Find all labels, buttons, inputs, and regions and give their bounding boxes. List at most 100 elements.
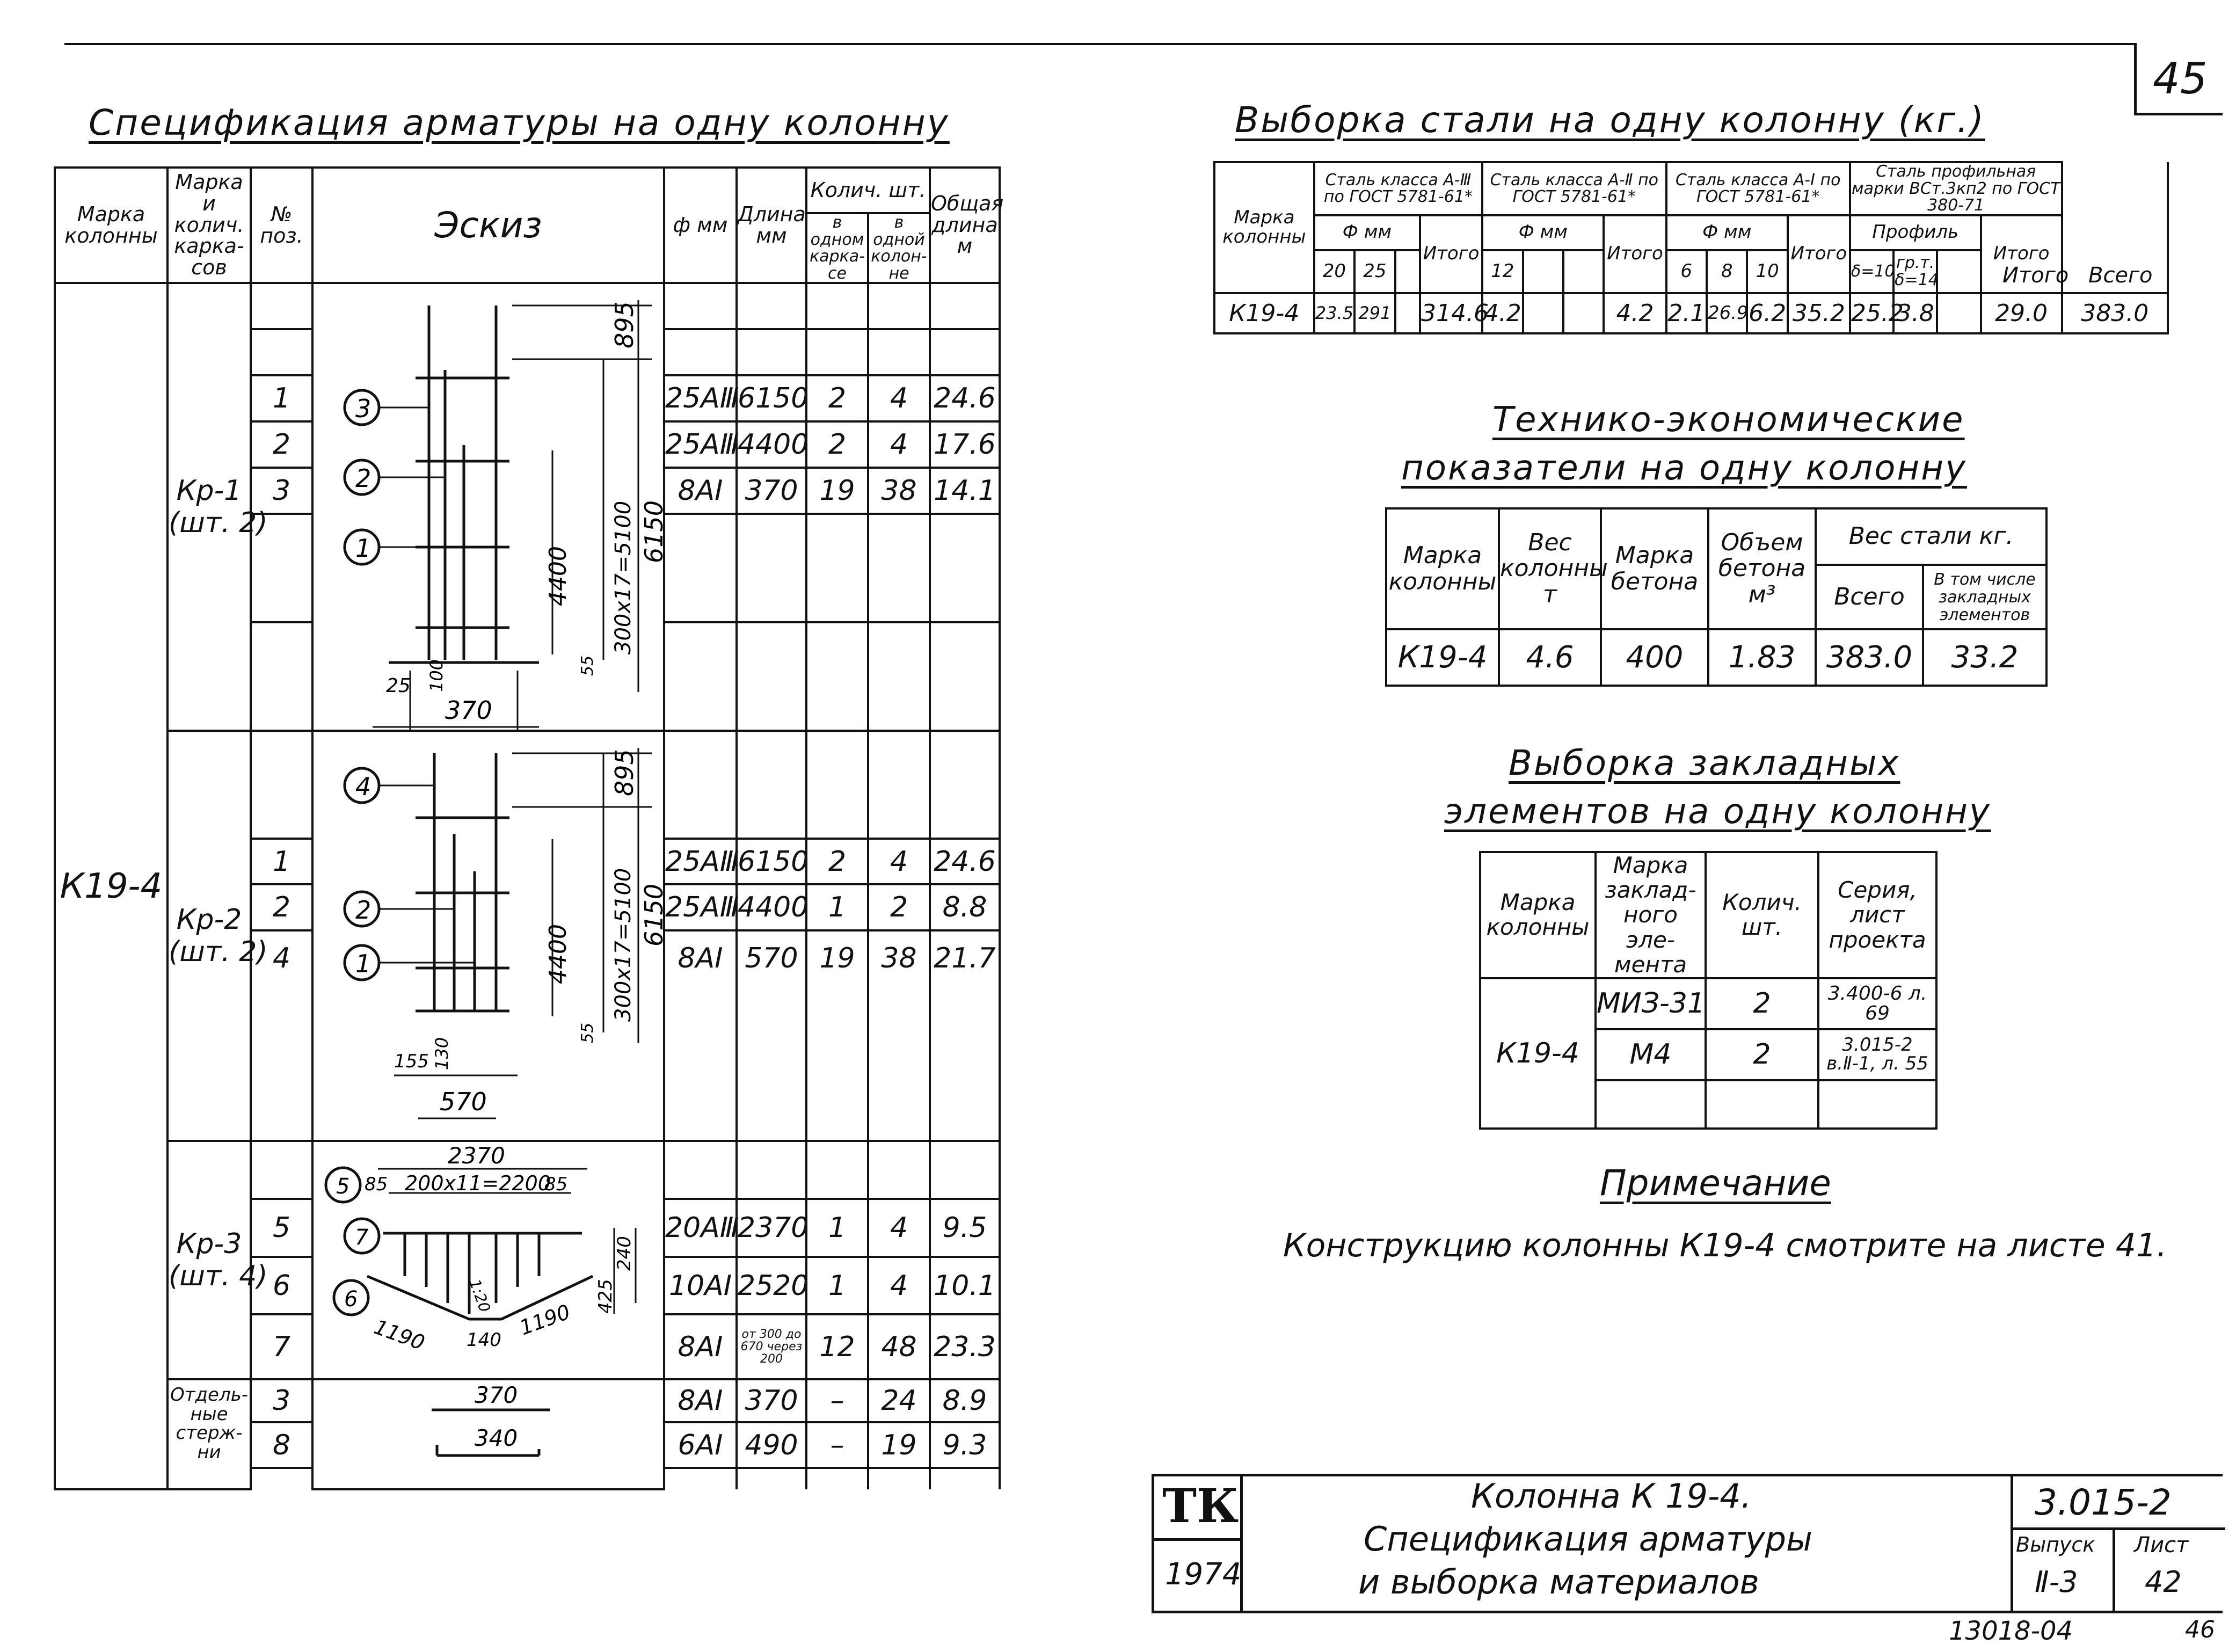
sketch-kr2: 4 2 1 895 6150 300x17=5100 4400 55 155 1…: [311, 730, 668, 1142]
stamp-list-label: Лист: [2134, 1533, 2189, 1558]
steel-title: Выборка стали на одну колонну (кг.): [1235, 99, 1985, 141]
title-block: [1152, 1474, 2223, 1613]
stamp-year: 1974: [1165, 1557, 1242, 1592]
dim-85-right: 85: [544, 1174, 567, 1195]
stamp-title-3: и выборка материалов: [1358, 1562, 1759, 1602]
dim-340: 340: [475, 1425, 518, 1451]
callout-2: 2: [355, 464, 371, 493]
stamp-code: 3.015-2: [2035, 1482, 2172, 1523]
title-block-hline-r: [2011, 1527, 2225, 1530]
dim-85: 85: [365, 1174, 388, 1195]
sheet-number-box: [2134, 43, 2223, 115]
hdr-total-len: Общая длина м: [929, 166, 1003, 284]
sketch-bars: 370 340: [311, 1378, 665, 1490]
dim-pitch: 200x11=2200: [405, 1171, 551, 1195]
sheet-number: 45: [2153, 54, 2208, 104]
stamp-vypusk-label: Выпуск: [2016, 1533, 2095, 1556]
dim-895: 895: [610, 749, 639, 796]
logo-tk: ТК: [1162, 1479, 1239, 1533]
stamp-title-1: Колонна К 19-4.: [1471, 1476, 1752, 1516]
spec-title: Спецификация арматуры на одну колонну: [89, 102, 950, 143]
frame-mark-kr2: Кр-2(шт. 2): [166, 730, 268, 1142]
callout-4: 4: [355, 772, 371, 801]
dim-100: 100: [426, 659, 447, 692]
tep-title-1: Технико-экономические: [1492, 400, 1965, 440]
stamp-vypusk: Ⅱ-3: [2035, 1565, 2078, 1599]
hdr-qty-frame: в одном карка- се: [805, 212, 869, 284]
callout-1: 1: [355, 534, 371, 563]
sketch-bars-drawing: 370 340: [432, 1382, 550, 1457]
tep-title-2: показатели на одну колонну: [1401, 448, 1967, 488]
dim-570: 570: [440, 1087, 487, 1116]
footer-inv: 13018-04: [1949, 1616, 2073, 1646]
steel-table: Марка колонны Сталь класса А-Ⅲ по ГОСТ 5…: [1213, 161, 2169, 334]
dim-2370: 2370: [448, 1142, 505, 1169]
column-mark: К19-4: [54, 282, 169, 1490]
tep-table: Марка колонны Вес колонны т Марка бетона…: [1385, 507, 2048, 687]
hdr-pos: № поз.: [250, 166, 314, 284]
frame-mark-separate: Отдель- ные стерж- ни: [166, 1378, 252, 1490]
dim-1190: 1190: [371, 1315, 428, 1355]
hdr-frame-mark: Марка и колич. карка- сов: [166, 166, 252, 284]
dim-155: 155: [394, 1051, 429, 1072]
top-border: [64, 43, 2137, 45]
stamp-title-2: Спецификация арматуры: [1364, 1519, 1812, 1559]
dim-pitch: 300x17=5100: [611, 501, 636, 654]
dim-1190-right: 1190: [516, 1300, 573, 1340]
callout-6: 6: [344, 1287, 358, 1312]
sketch-kr1-drawing: 3 2 1 895 6150 300x17=5100 4400 55 100 2…: [343, 300, 668, 730]
steel-itogo-header: Итого: [2002, 263, 2069, 288]
callout-2: 2: [355, 896, 371, 925]
title-block-vline-r: [2113, 1527, 2115, 1611]
note-text: Конструкцию колонны К19-4 смотрите на ли…: [1283, 1227, 2167, 1264]
dim-425: 425: [595, 1279, 616, 1314]
hdr-qty-col: в одной колон- не: [867, 212, 931, 284]
dim-140: 140: [467, 1329, 501, 1351]
frame-mark-kr1: Кр-1(шт. 2): [166, 282, 268, 732]
dim-4400: 4400: [544, 546, 572, 606]
sketch-kr1: 3 2 1 895 6150 300x17=5100 4400 55 100 2…: [311, 282, 668, 732]
callout-1: 1: [355, 949, 371, 978]
stamp-list: 42: [2145, 1565, 2182, 1599]
hdr-length: Длина мм: [735, 166, 807, 284]
dim-895: 895: [610, 301, 639, 348]
embedded-title-1: Выборка закладных: [1509, 744, 1900, 783]
callout-3: 3: [355, 394, 371, 423]
frame-mark-kr3: Кр-3(шт. 4): [166, 1140, 268, 1380]
dim-25: 25: [386, 675, 411, 697]
dim-130: 130: [432, 1037, 452, 1070]
callout-5: 5: [336, 1174, 349, 1199]
dim-4400: 4400: [544, 924, 572, 984]
spec-table: Марка колонны Марка и колич. карка- сов …: [54, 166, 1003, 1490]
sketch-kr3-drawing: 2370 85 85 200x11=2200 240 425 1:20 1190…: [324, 1142, 637, 1355]
hdr-qty: Колич. шт.: [805, 166, 931, 214]
dim-370: 370: [445, 696, 492, 725]
dim-55: 55: [578, 1023, 597, 1043]
dim-6150: 6150: [639, 500, 668, 563]
hdr-sketch: Эскиз: [311, 166, 665, 284]
title-block-hline: [1152, 1538, 1243, 1541]
hdr-dia: ф мм: [663, 166, 738, 284]
dim-6150: 6150: [639, 884, 668, 947]
embedded-table: Марка колонны Марка заклад- ного эле- ме…: [1479, 851, 1938, 1130]
sketch-kr3: 2370 85 85 200x11=2200 240 425 1:20 1190…: [311, 1140, 665, 1380]
title-block-div2: [2011, 1474, 2013, 1611]
dim-370: 370: [475, 1382, 518, 1408]
footer-page: 46: [2185, 1616, 2215, 1643]
hdr-col-mark: Марка колонны: [54, 166, 169, 284]
embedded-title-2: элементов на одну колонну: [1444, 792, 1991, 832]
